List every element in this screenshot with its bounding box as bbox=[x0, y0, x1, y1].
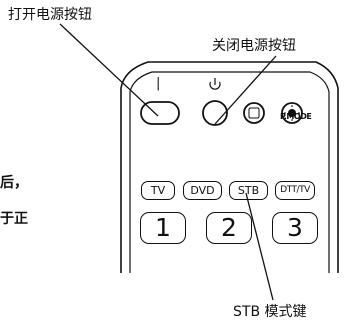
side-text-line-1: 后， bbox=[0, 175, 28, 191]
remote-control: | P.MODE TV DVD STB DTT/TV 1 2 3 bbox=[118, 58, 345, 273]
dtt-tv-button[interactable]: DTT/TV bbox=[275, 181, 315, 200]
number-1-button[interactable]: 1 bbox=[140, 212, 186, 244]
stb-button[interactable]: STB bbox=[229, 181, 268, 200]
stb-leader bbox=[245, 192, 274, 301]
tv-button[interactable]: TV bbox=[141, 181, 175, 200]
power-on-callout-label: 打开电源按钮 bbox=[8, 7, 92, 23]
power-off-button bbox=[202, 100, 228, 126]
number-3-button[interactable]: 3 bbox=[272, 212, 318, 244]
stb-mode-callout-label: STB 模式键 bbox=[233, 304, 307, 320]
remote-body-outline bbox=[120, 61, 339, 273]
power-off-leader bbox=[214, 55, 277, 125]
power-on-button bbox=[140, 101, 180, 125]
side-text-line-2: 于正 bbox=[0, 211, 28, 227]
power-on-leader bbox=[59, 23, 159, 117]
power-off-callout-label: 关闭电源按钮 bbox=[212, 38, 296, 54]
power-icon bbox=[209, 81, 221, 90]
pmode-label: P.MODE bbox=[280, 112, 312, 121]
dvd-button[interactable]: DVD bbox=[183, 181, 222, 200]
picture-mode-icon bbox=[288, 109, 296, 117]
number-2-button[interactable]: 2 bbox=[206, 212, 252, 244]
power-on-glyph: | bbox=[156, 76, 161, 91]
